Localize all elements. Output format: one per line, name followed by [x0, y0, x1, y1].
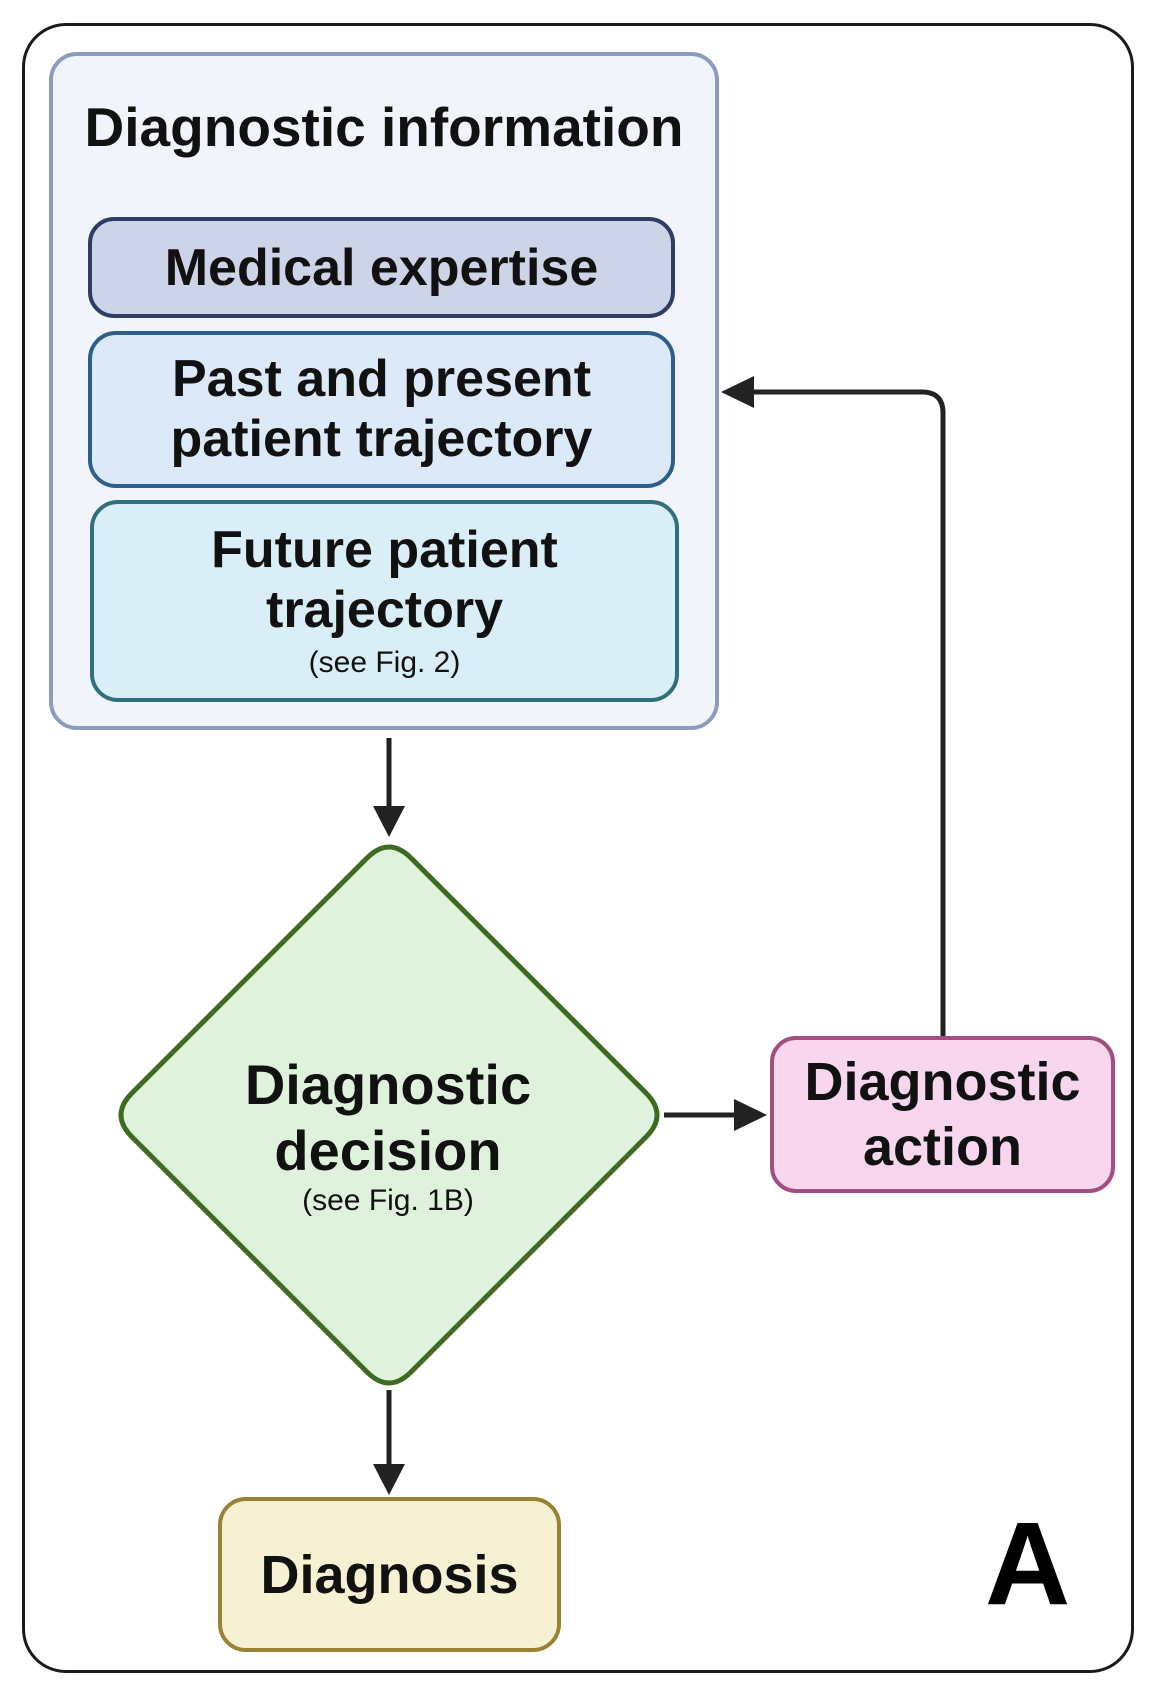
decision-note: (see Fig. 1B) — [302, 1184, 474, 1218]
diagnostic-action-box: Diagnostic action — [770, 1036, 1115, 1193]
action-line2: action — [862, 1116, 1023, 1177]
diagnosis-label: Diagnosis — [260, 1544, 519, 1605]
past-present-line2: patient trajectory — [170, 409, 593, 468]
panel-letter: A — [985, 1498, 1071, 1630]
medical-expertise-box: Medical expertise — [88, 217, 675, 318]
diagnostic-decision-label: Diagnostic decision (see Fig. 1B) — [188, 1052, 588, 1219]
diagnostic-information-title: Diagnostic information — [84, 96, 684, 158]
decision-diamond — [118, 844, 660, 1386]
future-note: (see Fig. 2) — [308, 645, 461, 679]
action-line1: Diagnostic — [804, 1051, 1081, 1112]
decision-line2: decision — [274, 1118, 502, 1182]
arrowhead-decision-to-diagnosis — [373, 1464, 405, 1495]
arrowhead-info-to-decision — [373, 806, 405, 837]
future-line1: Future patient — [211, 521, 558, 580]
future-trajectory-box: Future patient trajectory (see Fig. 2) — [90, 500, 679, 702]
decision-line1: Diagnostic — [244, 1053, 532, 1116]
future-line2: trajectory — [266, 581, 503, 639]
diagnosis-box: Diagnosis — [218, 1497, 561, 1652]
arrow-action-to-info — [752, 389, 946, 1036]
past-present-line1: Past and present — [171, 349, 592, 408]
arrowhead-decision-to-action — [734, 1099, 767, 1131]
past-present-trajectory-box: Past and present patient trajectory — [88, 331, 675, 488]
arrowhead-action-to-info — [721, 376, 754, 408]
medical-expertise-label: Medical expertise — [164, 238, 599, 297]
figure-frame — [22, 23, 1134, 1673]
